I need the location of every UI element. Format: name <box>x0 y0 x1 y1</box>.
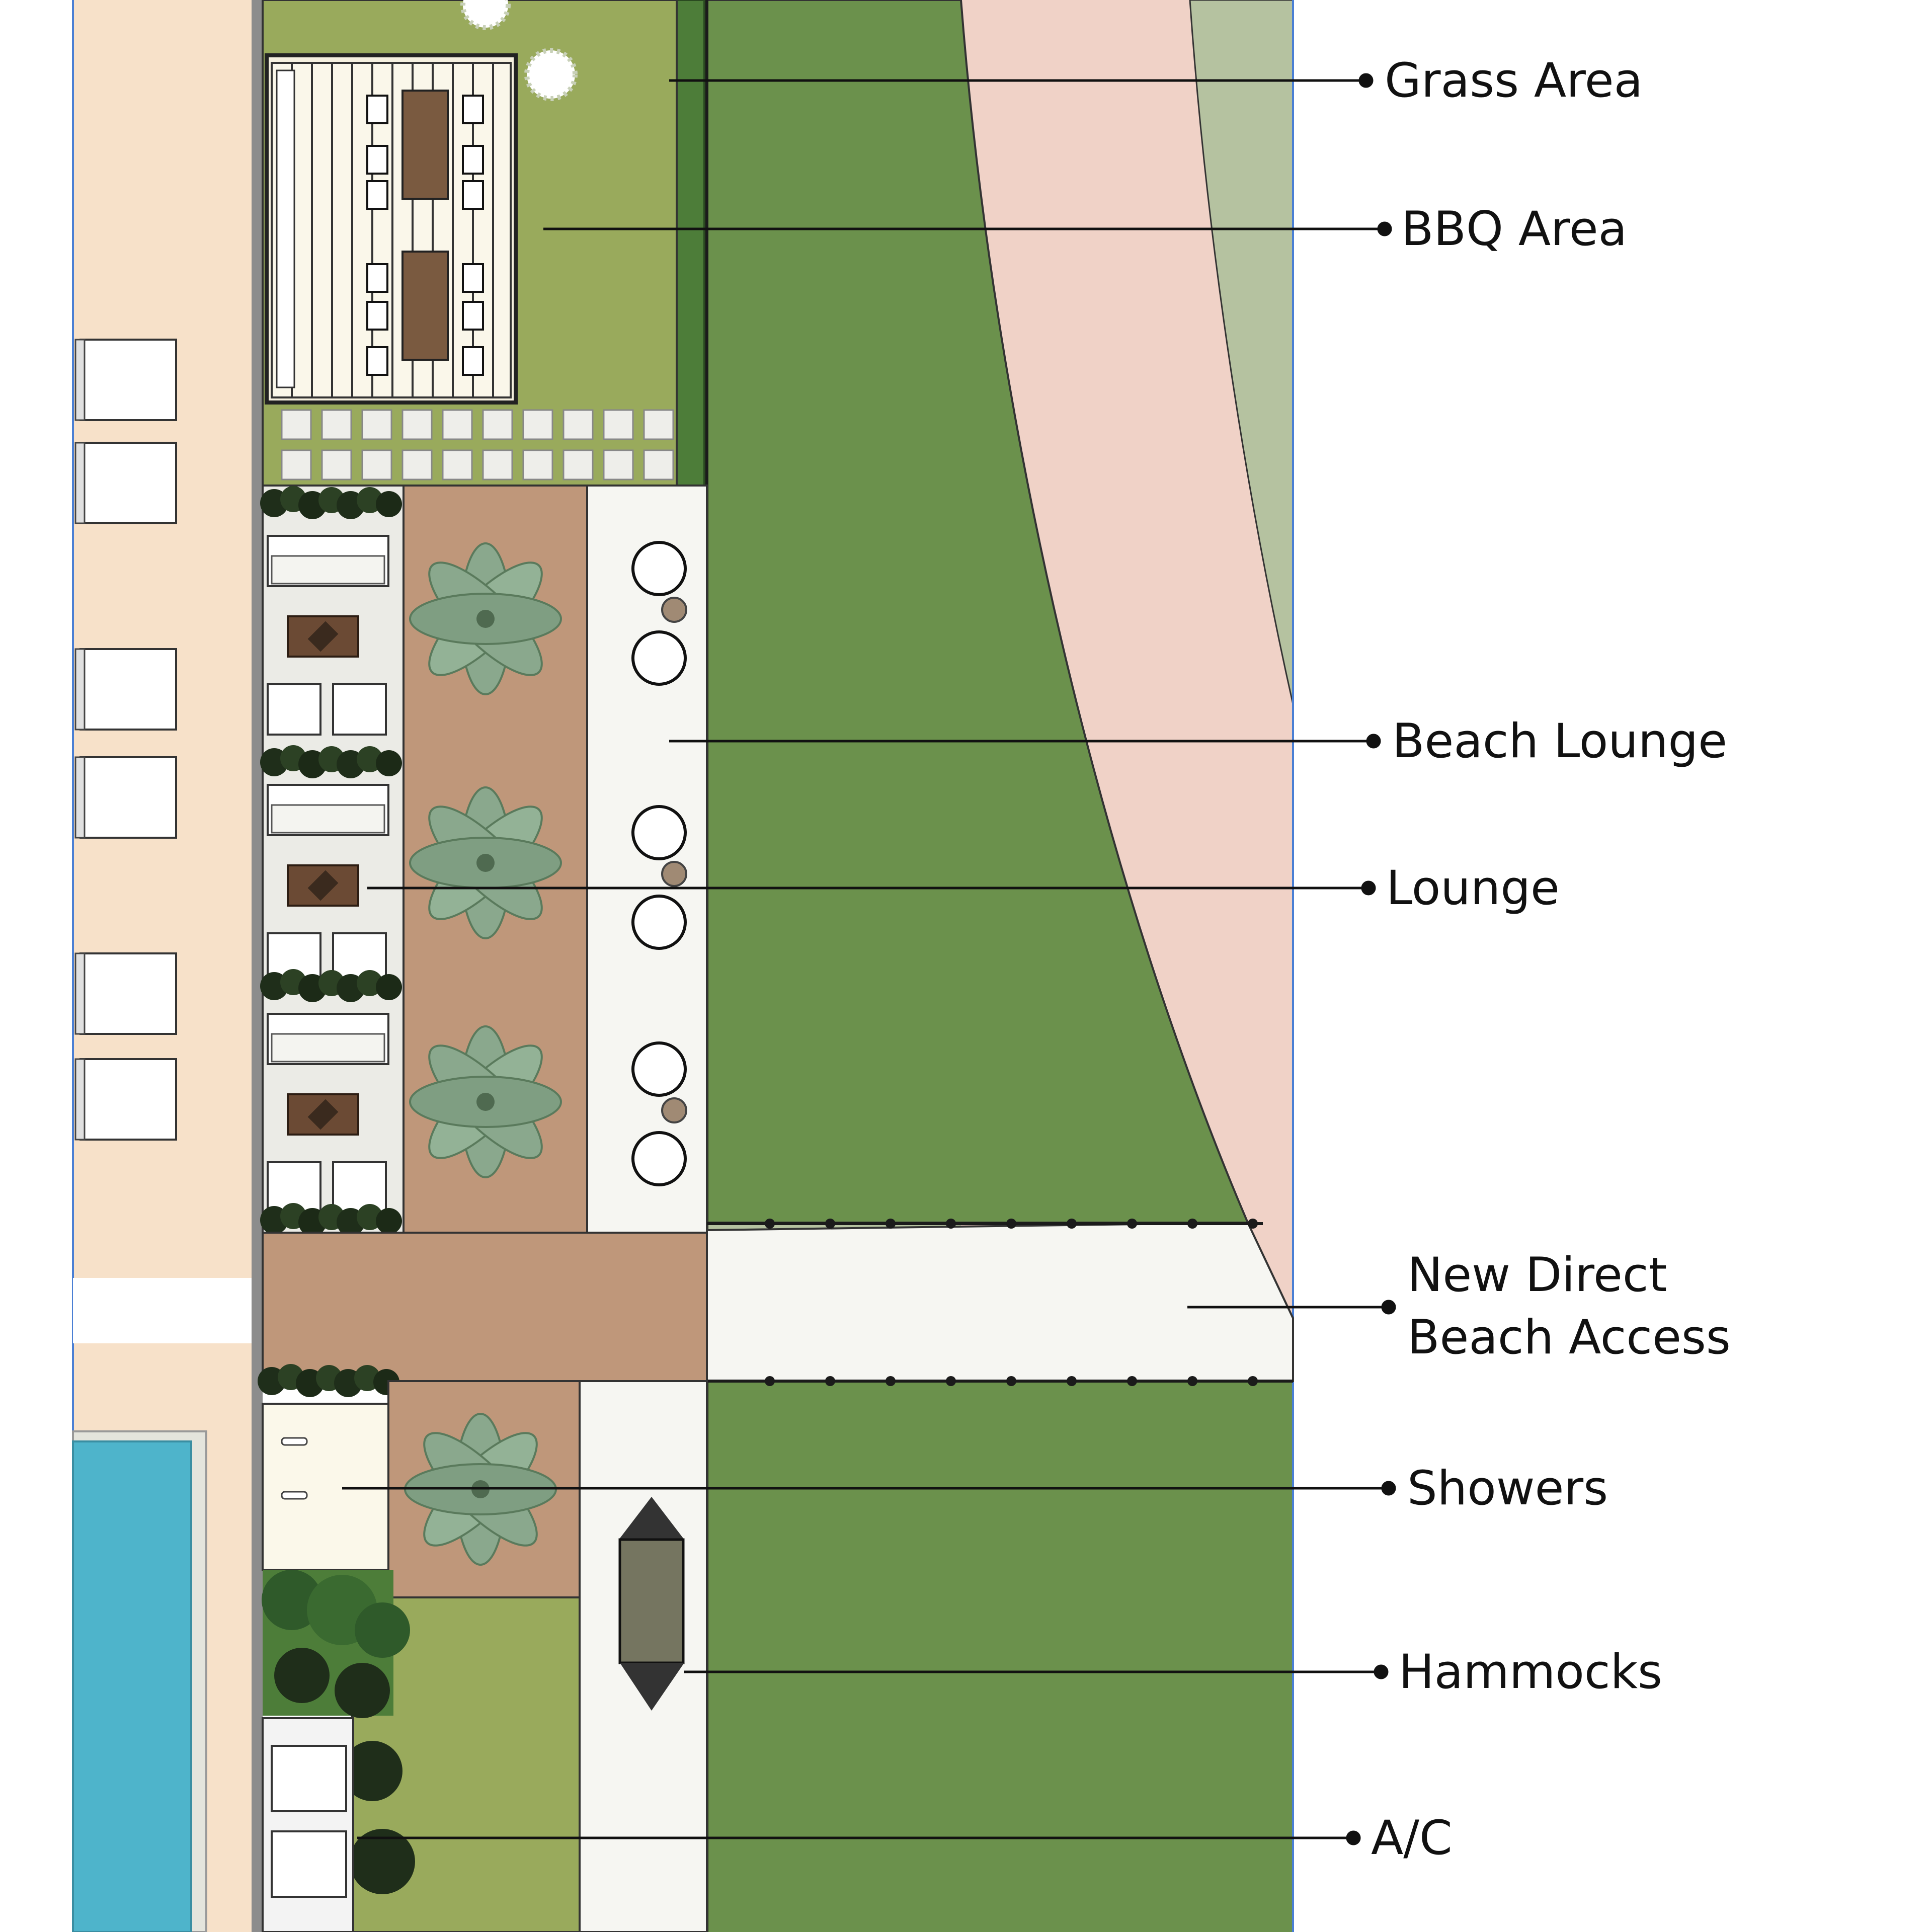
callout-beach-access-line2: Beach Access <box>1407 1310 1731 1365</box>
stepping-stones <box>281 409 674 480</box>
callout-lounge: Lounge <box>1386 861 1560 916</box>
hedge-strip <box>676 0 705 487</box>
callout-ac: A/C <box>1371 1811 1453 1866</box>
shower-area <box>262 1403 389 1571</box>
access-paver <box>262 1232 708 1382</box>
callout-bbq-area: BBQ Area <box>1401 202 1627 257</box>
ac-units <box>262 1717 354 1932</box>
access-fence-posts <box>707 1219 1293 1386</box>
callout-new-direct-line1: New Direct <box>1407 1248 1667 1303</box>
beach-lounge-area <box>586 485 708 1234</box>
callout-hammocks: Hammocks <box>1399 1645 1662 1700</box>
site-wall <box>252 0 263 1932</box>
bbq-pergola <box>265 53 518 405</box>
callout-leaders <box>342 73 1396 1845</box>
beach-grass-upper <box>703 0 1250 1224</box>
callout-beach-lounge: Beach Lounge <box>1392 714 1727 769</box>
beach-access-path <box>706 1221 1294 1382</box>
sage-band <box>1189 0 1294 705</box>
pool <box>72 1440 192 1932</box>
flower-plant <box>460 0 511 30</box>
callout-showers: Showers <box>1407 1461 1608 1516</box>
flower-plant <box>524 48 578 101</box>
hammock <box>618 1497 685 1711</box>
deck-walkway <box>73 1278 252 1343</box>
beach-grass-lower <box>704 1381 1293 1932</box>
lower-shrubs <box>262 1570 415 1932</box>
callout-grass-area: Grass Area <box>1385 53 1643 108</box>
shower-heads <box>281 1437 308 1500</box>
